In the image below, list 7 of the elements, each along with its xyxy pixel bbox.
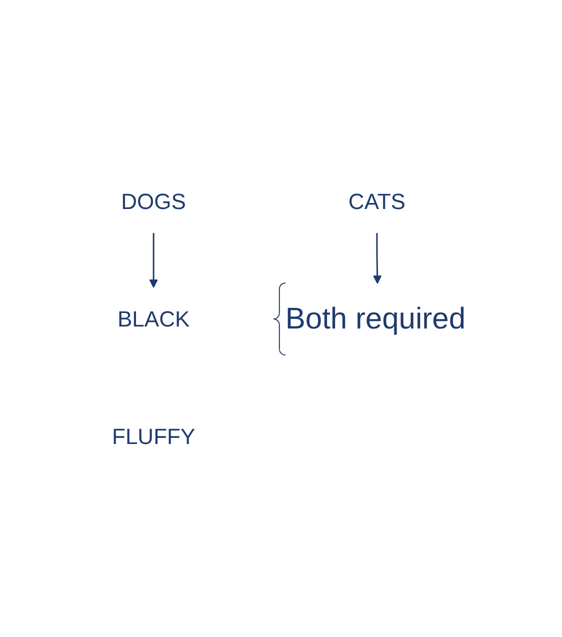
arrow: [372, 232, 382, 284]
node-text: CATS: [348, 188, 406, 214]
node-text: DOGS: [120, 188, 186, 214]
arrow: [148, 232, 158, 288]
node-text: FLUFFY: [112, 423, 195, 448]
node-text: BLACK: [117, 306, 190, 331]
node-text: Both required: [285, 302, 466, 335]
